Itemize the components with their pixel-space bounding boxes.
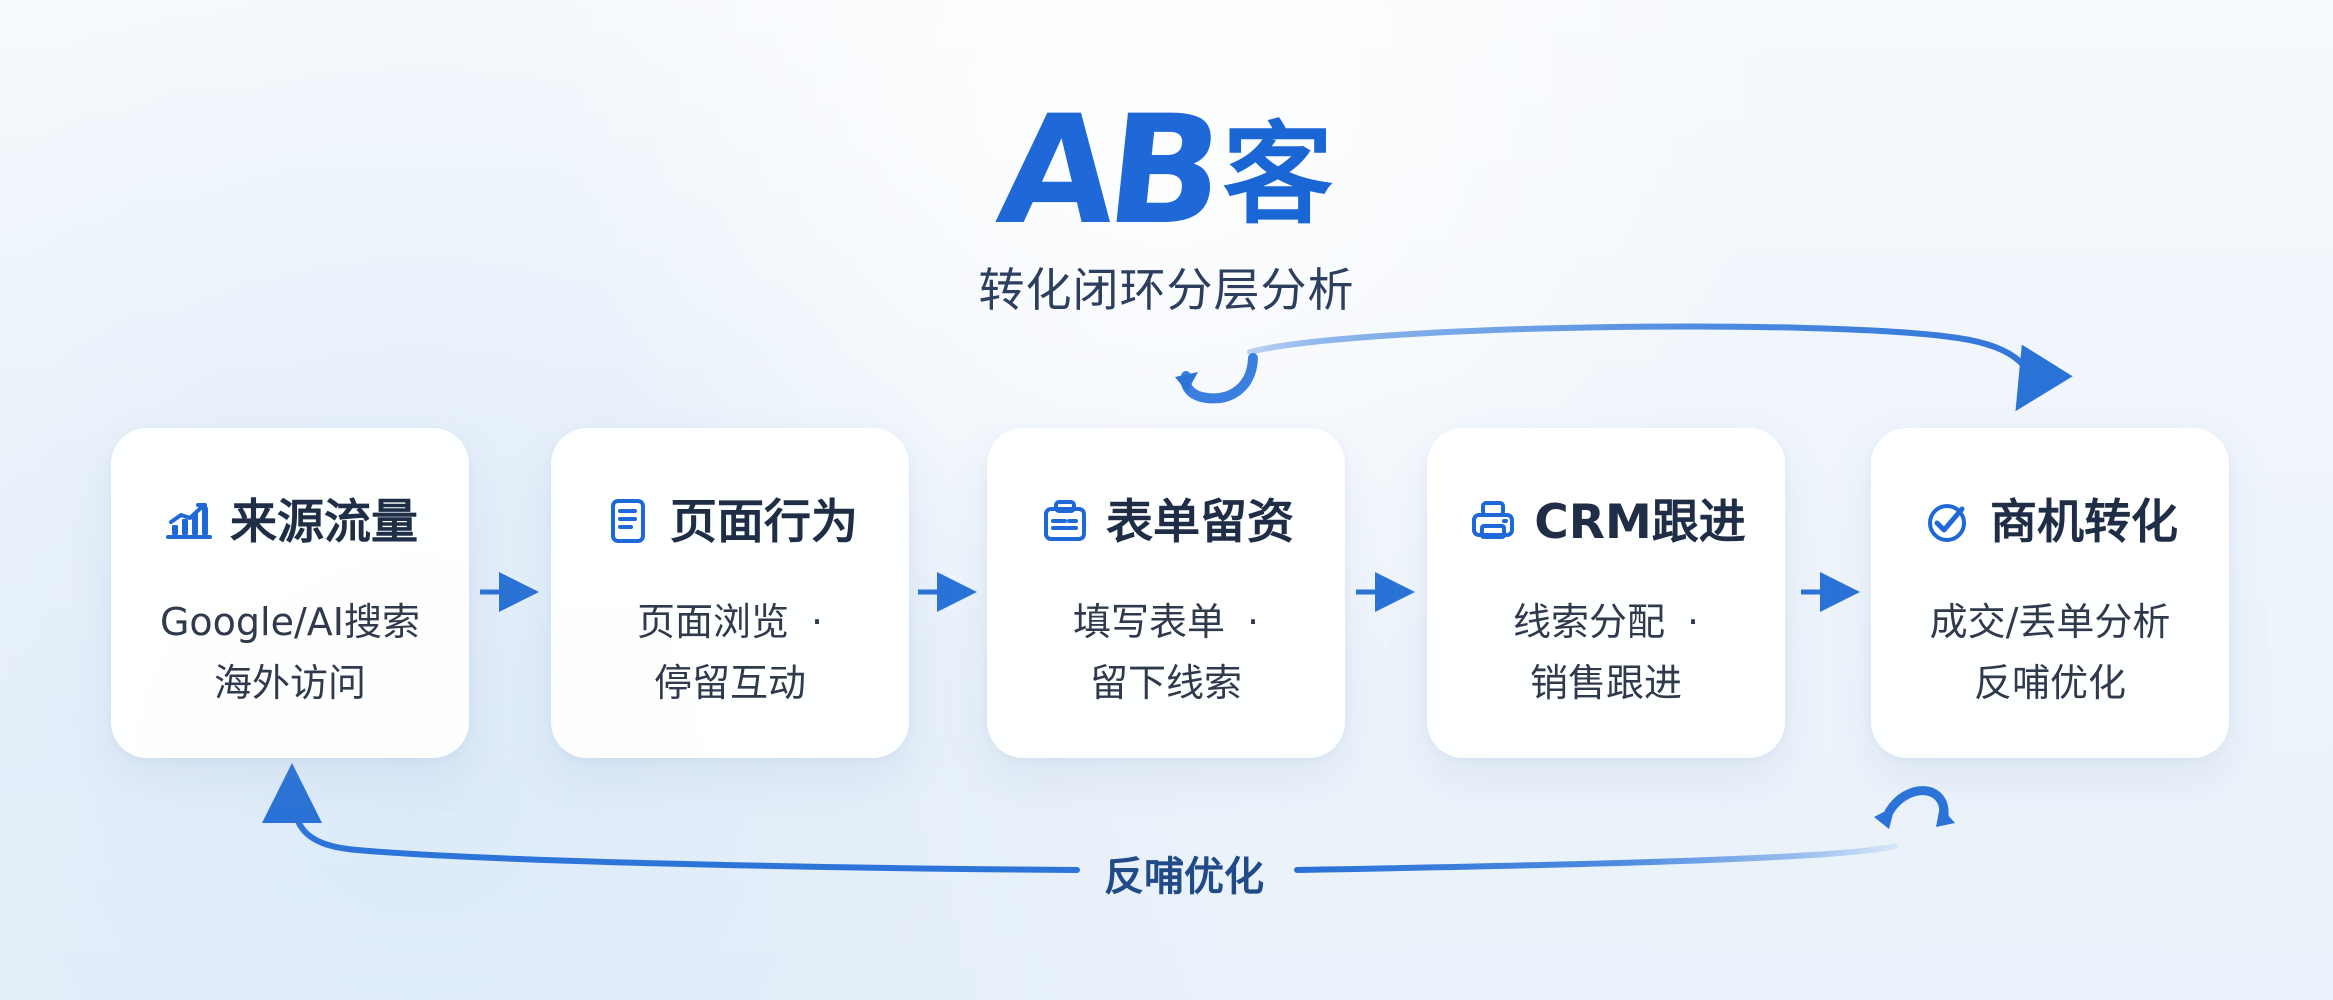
- step-line-2: 反哺优化: [1973, 661, 2126, 705]
- step-body: Google/AI搜索 海外访问: [111, 592, 469, 714]
- bullet-separator: ·: [810, 600, 824, 644]
- step-line-1-row: 填写表单 ·: [987, 592, 1345, 653]
- step-card-header: 来源流量: [111, 490, 469, 554]
- brand-logo: AB 客: [991, 84, 1333, 258]
- document-icon: [602, 495, 656, 549]
- step-line-1-row: 页面浏览 ·: [551, 592, 909, 653]
- step-card-header: 页面行为: [551, 490, 909, 554]
- step-body: 成交/丢单分析 反哺优化: [1871, 592, 2229, 714]
- brand-ke-text: 客: [1222, 111, 1333, 239]
- chart-icon: [162, 495, 216, 549]
- step-line-1: 页面浏览: [636, 600, 789, 644]
- printer-icon: [1466, 495, 1520, 549]
- step-card-header: 表单留资: [987, 490, 1345, 554]
- check-circle-icon: [1922, 495, 1976, 549]
- bottom-loop-arc: [1294, 843, 1898, 873]
- feedback-loop-label: 反哺优化: [1104, 854, 1264, 900]
- step-body: 页面浏览 · 停留互动: [551, 592, 909, 714]
- brand-ab-text: AB: [991, 84, 1224, 258]
- bullet-separator: ·: [1246, 600, 1260, 644]
- step-title: 商机转化: [1990, 494, 2178, 550]
- step-card-page-behavior: 页面行为 页面浏览 · 停留互动: [551, 428, 909, 758]
- step-card-form-capture: 表单留资 填写表单 · 留下线索: [987, 428, 1345, 758]
- step-title: 页面行为: [670, 494, 858, 550]
- step-line-1: 填写表单: [1072, 600, 1225, 644]
- step-title: 表单留资: [1106, 494, 1294, 550]
- step-title: CRM跟进: [1534, 494, 1746, 550]
- bottom-loop-curl-head-left: [1874, 806, 1895, 829]
- bottom-loop-arc-left: [262, 763, 1080, 873]
- step-line-2: 销售跟进: [1529, 661, 1682, 705]
- brand-header: AB 客 转化闭环分层分析: [0, 84, 2333, 320]
- step-line-1: 线索分配: [1512, 600, 1665, 644]
- bottom-loop-curl-head-right: [1936, 806, 1955, 827]
- bottom-loop-curl: [1884, 786, 1949, 820]
- step-line-1-row: 线索分配 ·: [1427, 592, 1785, 653]
- step-card-traffic-source: 来源流量 Google/AI搜索 海外访问: [111, 428, 469, 758]
- step-body: 线索分配 · 销售跟进: [1427, 592, 1785, 714]
- step-card-opportunity-conversion: 商机转化 成交/丢单分析 反哺优化: [1871, 428, 2229, 758]
- step-card-crm-followup: CRM跟进 线索分配 · 销售跟进: [1427, 428, 1785, 758]
- step-body: 填写表单 · 留下线索: [987, 592, 1345, 714]
- step-line-1: Google/AI搜索: [159, 600, 420, 644]
- step-title: 来源流量: [230, 494, 418, 550]
- top-loop-arc: [1247, 323, 2073, 412]
- step-card-header: 商机转化: [1871, 490, 2229, 554]
- step-line-2: 海外访问: [213, 661, 366, 705]
- step-line-2: 留下线索: [1089, 661, 1242, 705]
- form-icon: [1038, 495, 1092, 549]
- bullet-separator: ·: [1686, 600, 1700, 644]
- top-loop-curl: [1180, 353, 1258, 404]
- step-line-1: 成交/丢单分析: [1929, 600, 2171, 644]
- brand-subtitle: 转化闭环分层分析: [978, 263, 1355, 317]
- top-loop-curl-head: [1175, 372, 1198, 392]
- step-line-2: 停留互动: [653, 661, 806, 705]
- step-card-header: CRM跟进: [1427, 490, 1785, 554]
